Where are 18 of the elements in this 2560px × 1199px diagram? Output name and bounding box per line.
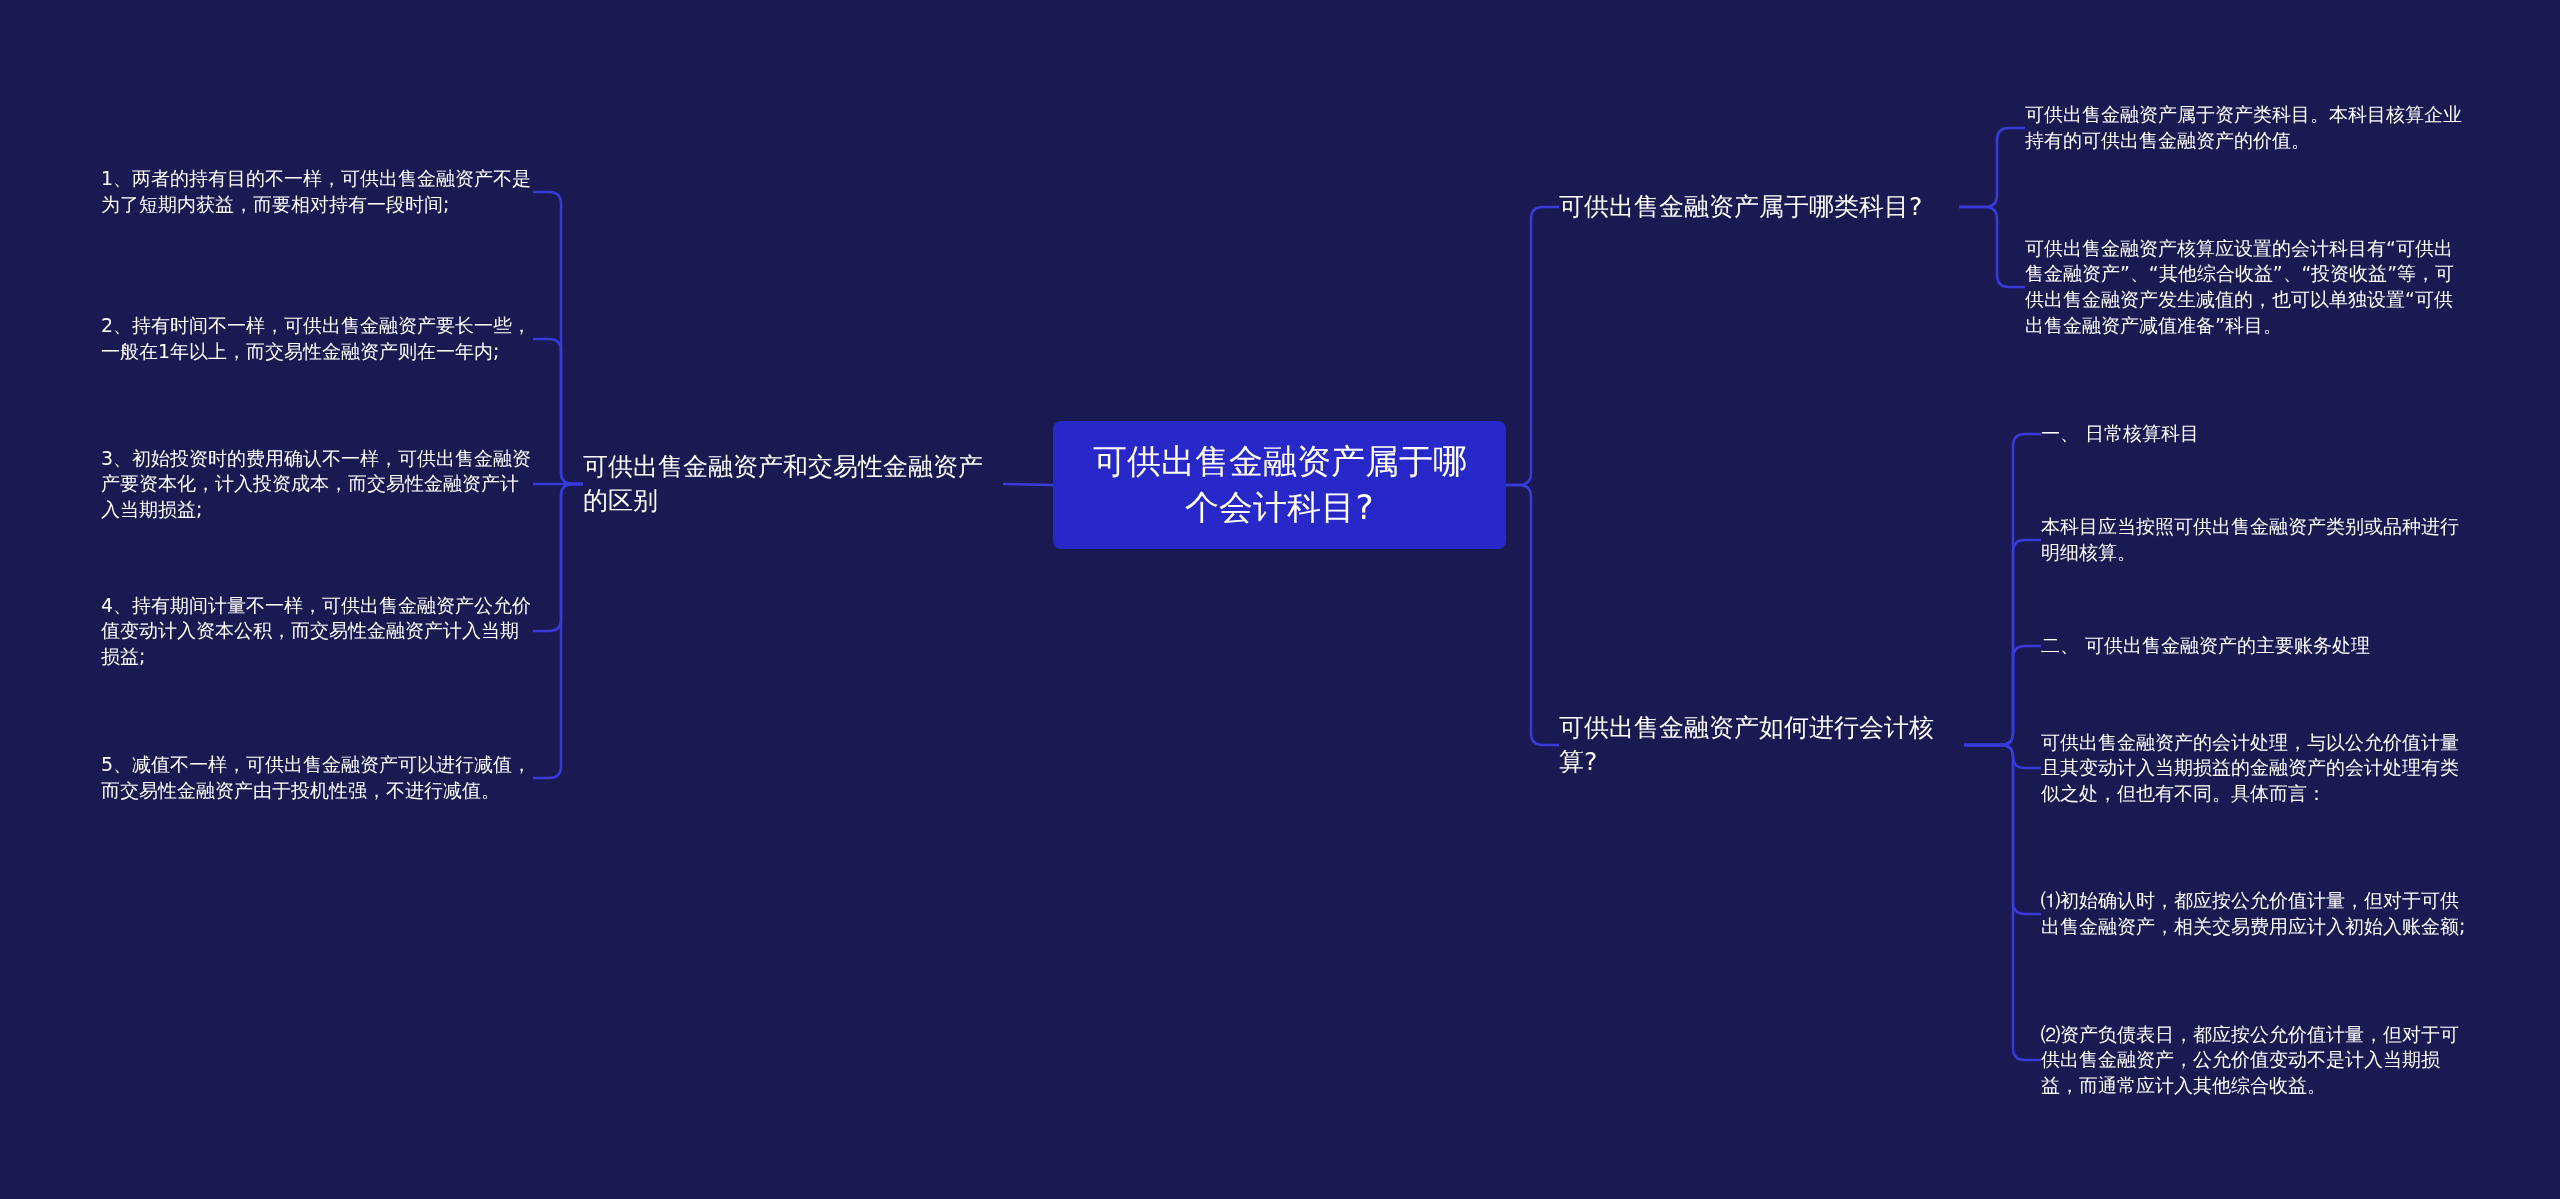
branch-topic: 可供出售金融资产和交易性金融资产的区别 — [583, 444, 1003, 524]
branch-topic: 可供出售金融资产属于哪类科目? — [1559, 185, 1959, 229]
leaf-topic: ⑵资产负债表日，都应按公允价值计量，但对于可供出售金融资产，公允价值变动不是计入当期损益，而通常应计入其他综合收益。 — [2041, 1016, 2471, 1104]
leaf-topic: 4、持有期间计量不一样，可供出售金融资产公允价值变动计入资本公积，而交易性金融资产计入当期损益; — [101, 587, 533, 675]
leaf-topic: 2、持有时间不一样，可供出售金融资产要长一些，一般在1年以上，而交易性金融资产则在一年内; — [101, 295, 533, 383]
leaf-topic: 3、初始投资时的费用确认不一样，可供出售金融资产要资本化，计入投资成本，而交易性金融资产计入当期损益; — [101, 440, 533, 528]
leaf-topic: 一、 日常核算科目 — [2041, 418, 2471, 450]
central-topic: 可供出售金融资产属于哪个会计科目? — [1053, 421, 1506, 549]
branch-topic: 可供出售金融资产如何进行会计核算? — [1559, 705, 1964, 785]
leaf-topic: 5、减值不一样，可供出售金融资产可以进行减值，而交易性金融资产由于投机性强，不进行减值。 — [101, 734, 533, 822]
connector-line — [1002, 482, 1054, 487]
leaf-topic: 本科目应当按照可供出售金融资产类别或品种进行明细核算。 — [2041, 510, 2471, 570]
leaf-topic: ⑴初始确认时，都应按公允价值计量，但对于可供出售金融资产，相关交易费用应计入初始入账金额; — [2041, 870, 2471, 958]
leaf-topic: 可供出售金融资产的会计处理，与以公允价值计量且其变动计入当期损益的金融资产的会计处理有类似之处，但也有不同。具体而言： — [2041, 724, 2471, 812]
leaf-topic: 1、两者的持有目的不一样，可供出售金融资产不是为了短期内获益，而要相对持有一段时间; — [101, 148, 533, 236]
leaf-topic: 二、 可供出售金融资产的主要账务处理 — [2041, 630, 2471, 662]
leaf-topic: 可供出售金融资产属于资产类科目。本科目核算企业持有的可供出售金融资产的价值。 — [2025, 98, 2465, 158]
leaf-topic: 可供出售金融资产核算应设置的会计科目有“可供出售金融资产”、“其他综合收益”、“投资收益”等，可供出售金融资产发生减值的，也可以单独设置“可供出售金融资产减值准备”科目。 — [2025, 216, 2465, 358]
